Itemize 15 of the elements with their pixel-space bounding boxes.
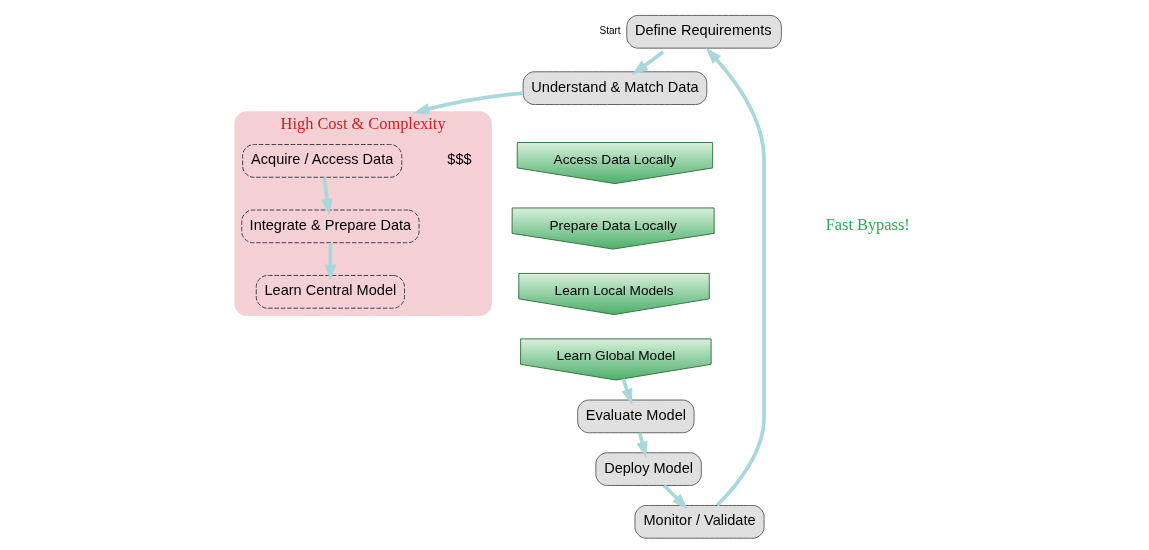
node-box: Learn Central Model: [255, 275, 405, 309]
arrow: [321, 177, 333, 216]
node-box: Acquire / Access Data: [242, 144, 403, 178]
arrow: [662, 484, 688, 510]
node-box: Integrate & Prepare Data: [241, 209, 420, 244]
node-box: Understand & Match Data: [522, 71, 708, 105]
arrow: [324, 243, 337, 281]
node-label: Start: [599, 25, 621, 37]
arrow: [413, 91, 524, 115]
arrow: [631, 50, 665, 75]
node-box: Monitor / Validate: [634, 505, 765, 539]
arrow: [705, 47, 766, 507]
node-box: Evaluate Model: [577, 399, 695, 434]
label: Fast Bypass!: [825, 215, 910, 235]
node-box: Deploy Model: [595, 452, 702, 486]
